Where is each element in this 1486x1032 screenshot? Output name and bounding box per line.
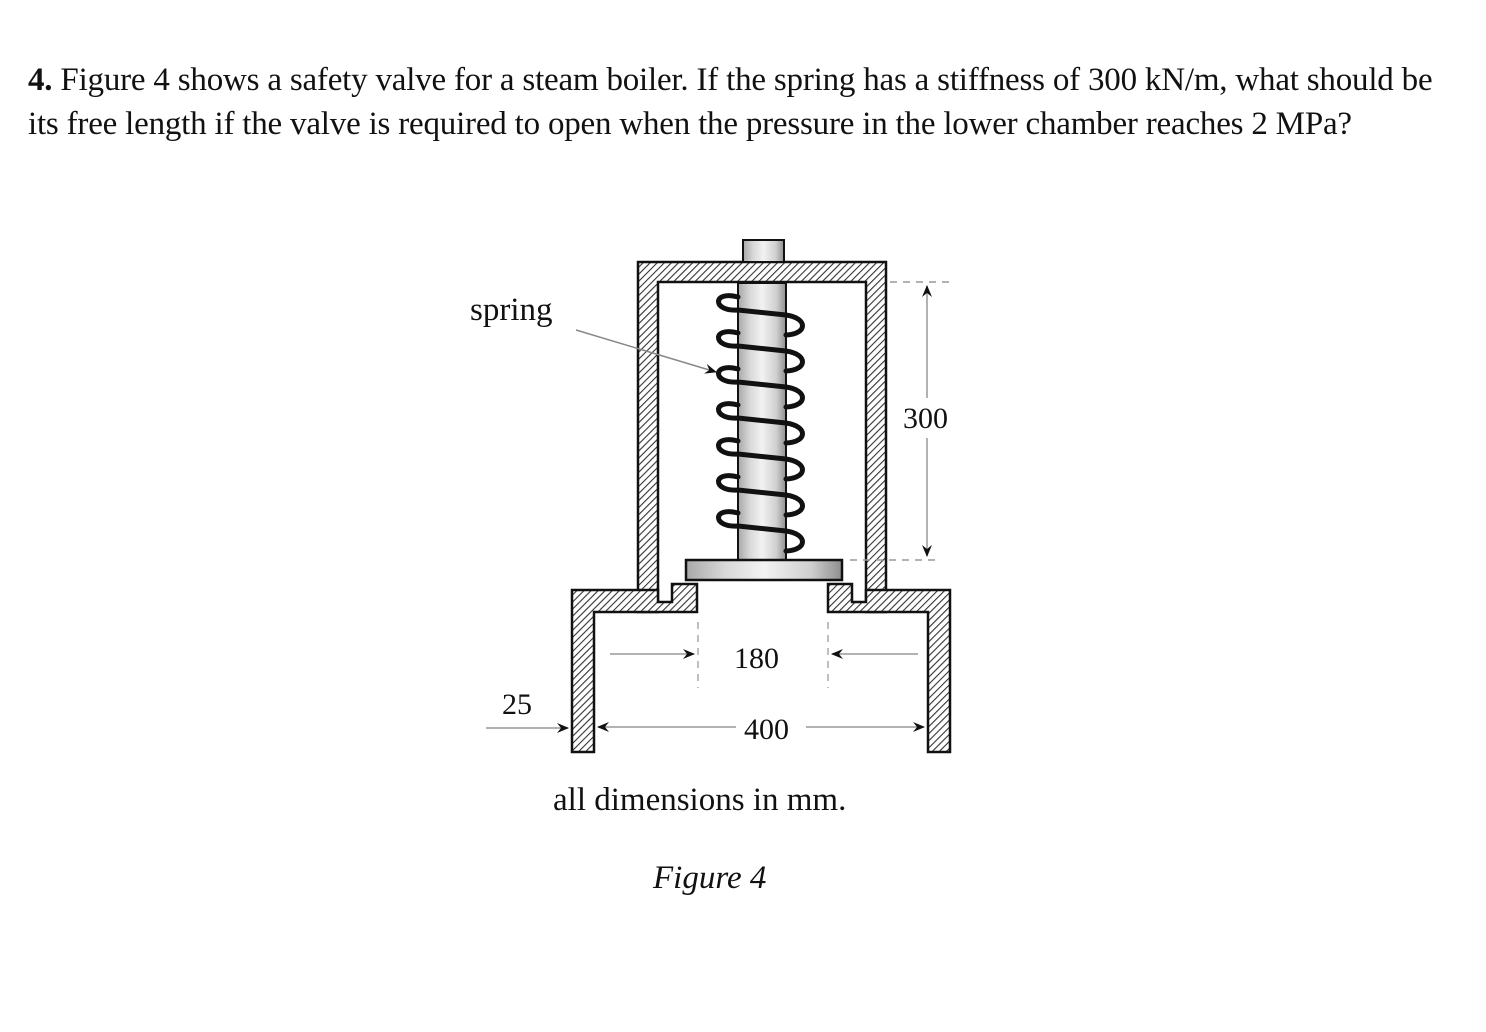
dimension-400: 400 <box>597 713 925 746</box>
dimensions-note: all dimensions in mm. <box>553 782 847 818</box>
dimension-25: 25 <box>486 688 569 733</box>
spring-label: spring <box>470 292 553 328</box>
lower-housing <box>570 582 952 754</box>
problem-statement: 4. Figure 4 shows a safety valve for a s… <box>28 58 1448 146</box>
width-dimension-label: 400 <box>744 713 789 746</box>
valve-disc <box>684 558 844 582</box>
height-dimension-label: 300 <box>903 402 948 435</box>
dimension-300: 300 <box>850 281 955 561</box>
wall-dimension-label: 25 <box>502 688 532 721</box>
spring-coil <box>716 293 805 554</box>
dimension-180: 180 <box>610 622 918 688</box>
seat-dimension-label: 180 <box>734 642 779 675</box>
problem-text: Figure 4 shows a safety valve for a stea… <box>28 62 1433 142</box>
figure-caption: Figure 4 <box>653 860 767 896</box>
stem-cap <box>742 239 785 263</box>
problem-number: 4. <box>28 62 53 98</box>
spring-leader: spring <box>470 292 717 374</box>
